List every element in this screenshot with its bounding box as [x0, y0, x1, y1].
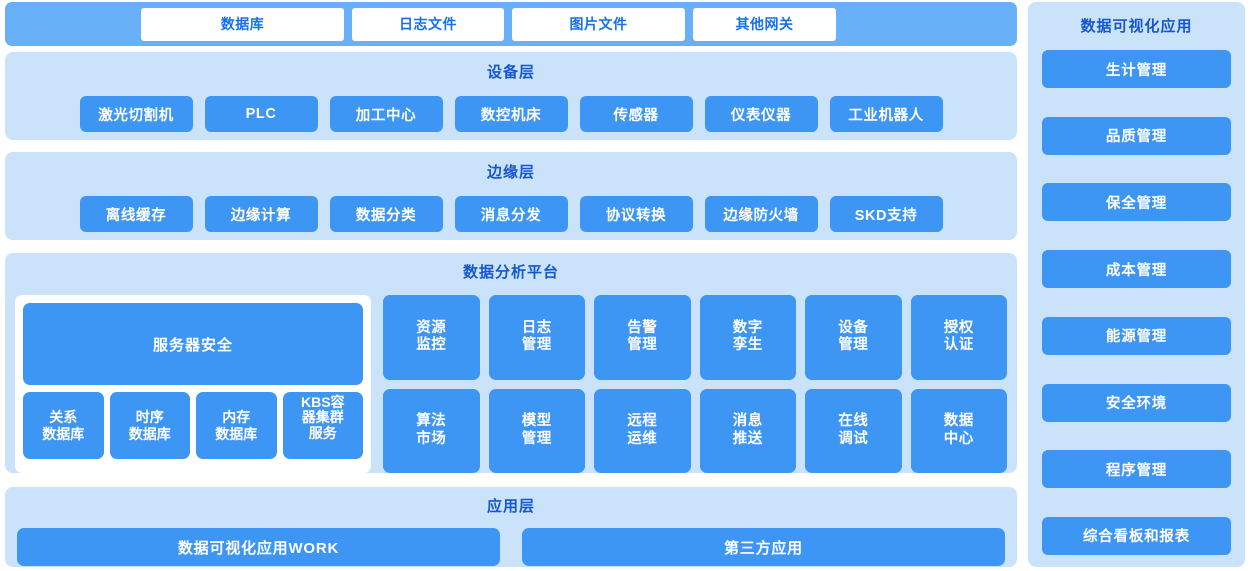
module-tile-message-push[interactable]: 消息 推送 [699, 388, 796, 473]
module-tile-algorithm-market[interactable]: 算法 市场 [383, 388, 480, 473]
source-item-database[interactable]: 数据库 [141, 7, 344, 41]
app-tile-third-party[interactable]: 第三方应用 [522, 528, 1005, 566]
data-visualization-sidebar: 数据可视化应用 生计管理 品质管理 保全管理 成本管理 能源管理 安全环境 程序… [1028, 2, 1245, 567]
db-tile-kbs-line1: KBS容 [300, 394, 345, 410]
module-tile-resource-monitoring-line2: 监控 [416, 337, 447, 354]
database-tile-row: 关系 数据库 时序 数据库 内存 数据库 KBS容 [23, 392, 363, 459]
db-tile-kbs-line2: 器集群 [301, 409, 344, 426]
module-tile-remote-maintenance[interactable]: 远程 运维 [594, 388, 691, 473]
module-tile-algorithm-market-line2: 市场 [416, 430, 447, 447]
server-security-tile[interactable]: 服务器安全 [23, 303, 363, 385]
module-tile-model-management[interactable]: 模型 管理 [488, 388, 585, 473]
module-tile-digital-twin-line2: 孪生 [732, 337, 763, 354]
module-tile-online-debug-line1: 在线 [838, 413, 869, 430]
edge-layer-tile-row: 离线缓存 边缘计算 数据分类 消息分发 协议转换 边缘防火墙 SKD支持 [5, 196, 1017, 232]
edge-tile-protocol-conversion[interactable]: 协议转换 [579, 196, 693, 232]
module-tile-resource-monitoring[interactable]: 资源 监控 [383, 295, 480, 380]
module-tile-online-debug-line2: 调试 [838, 430, 869, 447]
edge-layer-title: 边缘层 [486, 164, 535, 181]
module-tile-alarm-management-line2: 管理 [627, 337, 658, 354]
module-tile-resource-monitoring-line1: 资源 [416, 319, 447, 336]
module-tile-authorization-line2: 认证 [943, 337, 974, 354]
platform-body: 服务器安全 关系 数据库 时序 数据库 内存 数据库 [5, 295, 1017, 473]
module-tile-message-push-line1: 消息 [732, 413, 763, 430]
module-tile-authorization-authentication[interactable]: 授权 认证 [910, 295, 1007, 380]
module-tile-remote-maintenance-line1: 远程 [627, 413, 658, 430]
module-tile-digital-twin[interactable]: 数字 孪生 [699, 295, 796, 380]
module-tile-digital-twin-line1: 数字 [732, 319, 763, 336]
db-tile-inmemory[interactable]: 内存 数据库 [196, 392, 277, 459]
sidebar-title: 数据可视化应用 [1080, 18, 1193, 35]
edge-tile-sdk-support[interactable]: SKD支持 [829, 196, 943, 232]
edge-tile-message-distribution[interactable]: 消息分发 [454, 196, 568, 232]
module-tile-data-center-line2: 中心 [943, 430, 974, 447]
edge-tile-data-classification[interactable]: 数据分类 [329, 196, 443, 232]
module-tile-log-management-line2: 管理 [521, 337, 552, 354]
platform-layer-title: 数据分析平台 [462, 264, 559, 281]
edge-tile-offline-cache[interactable]: 离线缓存 [79, 196, 193, 232]
device-layer-tile-row: 激光切割机 PLC 加工中心 数控机床 传感器 仪表仪器 工业机器人 [5, 96, 1017, 132]
device-layer-title: 设备层 [486, 64, 535, 81]
db-tile-timeseries-line2: 数据库 [128, 425, 171, 442]
module-tile-model-management-line1: 模型 [521, 413, 552, 430]
application-layer-panel: 应用层 数据可视化应用WORK 第三方应用 [5, 487, 1017, 567]
db-tile-inmemory-line2: 数据库 [215, 425, 258, 442]
module-tile-data-center[interactable]: 数据 中心 [910, 388, 1007, 473]
source-item-log-file[interactable]: 日志文件 [352, 7, 504, 41]
module-tile-model-management-line2: 管理 [521, 430, 552, 447]
db-tile-kbs-container-cluster[interactable]: KBS容 器集群 服务 [282, 392, 363, 459]
db-tile-relational[interactable]: 关系 数据库 [23, 392, 104, 459]
sidebar-item-quality-management[interactable]: 品质管理 [1042, 116, 1231, 155]
device-layer-panel: 设备层 激光切割机 PLC 加工中心 数控机床 传感器 仪表仪器 工业机器人 [5, 52, 1017, 140]
source-item-image-file[interactable]: 图片文件 [512, 7, 685, 41]
sidebar-item-energy-management[interactable]: 能源管理 [1042, 316, 1231, 355]
module-tile-data-center-line1: 数据 [943, 413, 974, 430]
device-tile-machining-center[interactable]: 加工中心 [329, 96, 443, 132]
data-source-bar: 数据库 日志文件 图片文件 其他网关 [5, 2, 1017, 46]
device-tile-laser-cutter[interactable]: 激光切割机 [79, 96, 193, 132]
module-tile-authorization-line1: 授权 [943, 319, 974, 336]
sidebar-item-cost-management[interactable]: 成本管理 [1042, 250, 1231, 289]
module-tile-device-management-line2: 管理 [838, 337, 869, 354]
device-tile-cnc-machine[interactable]: 数控机床 [454, 96, 568, 132]
module-tile-message-push-line2: 推送 [732, 430, 763, 447]
edge-layer-panel: 边缘层 离线缓存 边缘计算 数据分类 消息分发 协议转换 边缘防火墙 SKD支持 [5, 152, 1017, 240]
edge-tile-edge-firewall[interactable]: 边缘防火墙 [704, 196, 818, 232]
module-tile-online-debug[interactable]: 在线 调试 [805, 388, 902, 473]
server-security-card: 服务器安全 关系 数据库 时序 数据库 内存 数据库 [15, 295, 371, 473]
module-tile-alarm-management[interactable]: 告警 管理 [594, 295, 691, 380]
db-tile-kbs-line3: 服务 [308, 424, 337, 441]
sidebar-item-livelihood-management[interactable]: 生计管理 [1042, 50, 1231, 88]
sidebar-item-program-management[interactable]: 程序管理 [1042, 450, 1231, 489]
edge-tile-edge-computing[interactable]: 边缘计算 [204, 196, 318, 232]
app-layer-title: 应用层 [486, 498, 535, 515]
device-tile-sensor[interactable]: 传感器 [579, 96, 693, 132]
sidebar-item-dashboard-reports[interactable]: 综合看板和报表 [1042, 516, 1231, 555]
sidebar-item-safety-environment[interactable]: 安全环境 [1042, 383, 1231, 422]
db-tile-inmemory-line1: 内存 [222, 408, 251, 425]
data-analysis-platform-panel: 数据分析平台 服务器安全 关系 数据库 时序 数据库 [5, 253, 1017, 473]
sidebar-item-maintenance-management[interactable]: 保全管理 [1042, 183, 1231, 222]
module-tile-alarm-management-line1: 告警 [627, 319, 658, 336]
sidebar-list: 生计管理 品质管理 保全管理 成本管理 能源管理 安全环境 程序管理 综合看板和… [1042, 50, 1231, 555]
db-tile-relational-line1: 关系 [49, 408, 78, 425]
module-tile-device-management[interactable]: 设备 管理 [805, 295, 902, 380]
app-tile-data-visualization-work[interactable]: 数据可视化应用WORK [17, 528, 500, 566]
db-tile-timeseries[interactable]: 时序 数据库 [109, 392, 190, 459]
layer-stack-column: 数据库 日志文件 图片文件 其他网关 设备层 激光切割机 PLC 加工中心 数控… [5, 0, 1017, 571]
device-tile-plc[interactable]: PLC [204, 96, 318, 132]
module-tile-remote-maintenance-line2: 运维 [627, 430, 658, 447]
module-tile-log-management-line1: 日志 [521, 319, 552, 336]
device-tile-instrument[interactable]: 仪表仪器 [704, 96, 818, 132]
device-tile-industrial-robot[interactable]: 工业机器人 [829, 96, 943, 132]
db-tile-timeseries-line1: 时序 [135, 408, 164, 425]
module-tile-log-management[interactable]: 日志 管理 [488, 295, 585, 380]
module-tile-algorithm-market-line1: 算法 [416, 413, 447, 430]
source-item-other-gateway[interactable]: 其他网关 [693, 7, 836, 41]
module-tile-device-management-line1: 设备 [838, 319, 869, 336]
app-layer-tile-row: 数据可视化应用WORK 第三方应用 [5, 528, 1017, 566]
db-tile-relational-line2: 数据库 [42, 425, 85, 442]
platform-module-grid: 资源 监控 日志 管理 告警 管理 数字 孪生 [383, 295, 1007, 473]
